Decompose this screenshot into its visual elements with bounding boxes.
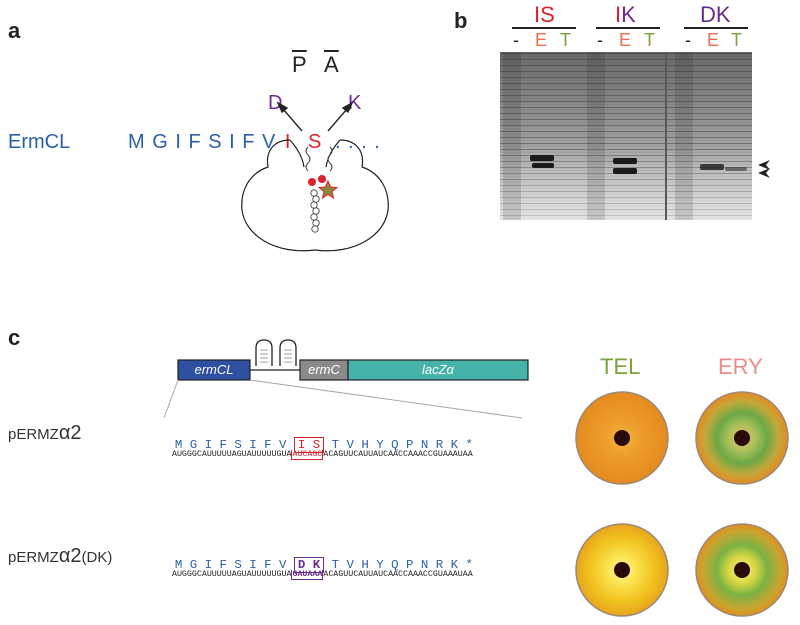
lacz-box (347, 359, 529, 381)
erythromycin-star-icon (317, 179, 339, 200)
plasmid-name-row1: pERMZα2 (8, 422, 82, 444)
plasmid-name-row2: pERMZα2(DK) (8, 545, 113, 567)
trna-a-site (327, 146, 333, 172)
trna-p-site (305, 146, 311, 172)
nt-sequence-row2: AUGGGCAUUUUUAGUAUUUUUGUAGAUAAAACAGUUCAUU… (171, 570, 473, 580)
tel-header: TEL (600, 354, 641, 379)
lane-label: T (560, 30, 571, 50)
nt-sequence-row1: AUGGGCAUUUUUAGUAUUUUUGUAAUCAGCACAGUUCAUU… (171, 450, 473, 460)
ermc-box-label: ermC (308, 362, 340, 377)
lane-label: E (619, 30, 632, 50)
nt-box-row1: AUCAGC (291, 450, 324, 460)
ermcl-sequence: M G I F S I F V I S . . . . (128, 131, 381, 154)
lane-label: - (685, 30, 691, 50)
nt-box-row2: GAUAAA (291, 570, 324, 580)
plate-tel-row2 (575, 523, 669, 617)
lane-label: E (707, 30, 720, 50)
sequence-trailing: . . . . (334, 131, 381, 153)
panel-c-label: c (8, 325, 21, 350)
group-ik-k: K (621, 2, 636, 27)
ribosome-outline (241, 139, 389, 252)
aa-box-row2: D K (293, 557, 325, 573)
aa-sequence-row2: M G I F S I F V D K T V H Y Q P N R K * (174, 557, 473, 573)
ribosome-diagram (241, 101, 389, 252)
plate-ery-row2 (695, 523, 789, 617)
sequence-leading: M G I F S I F V (128, 131, 277, 153)
mutation-d-label: D (268, 92, 283, 114)
construct-diagram (163, 339, 529, 419)
lane-label: T (731, 30, 742, 50)
panel-b-label: b (454, 8, 468, 33)
lane-label: E (535, 30, 548, 50)
aa-box-row1: I S (293, 437, 325, 453)
group-dk-label: DK (700, 2, 731, 27)
group-ik-underline (596, 27, 660, 29)
group-ik-i: I (615, 2, 622, 27)
ery-header: ERY (718, 354, 763, 379)
band-arrow-icons (758, 160, 770, 178)
panel-a-label: a (8, 18, 21, 43)
lane-label: T (644, 30, 655, 50)
gel-image (500, 52, 770, 220)
group-is-underline (512, 27, 576, 29)
lacz-box-label: lacZα (422, 362, 454, 377)
arrow-s-to-k (327, 101, 354, 132)
gel-bands (530, 155, 747, 174)
group-dk-underline (684, 27, 748, 29)
lane-label: - (513, 30, 519, 50)
arrow-i-to-d (276, 101, 303, 132)
residue-s: S (308, 131, 323, 153)
ermcl-label: ErmCL (8, 131, 71, 153)
group-is-label: IS (534, 2, 555, 27)
plate-tel-row1 (575, 391, 669, 485)
site-p-label: P (292, 52, 307, 77)
site-a-label: A (324, 52, 339, 77)
aa-sequence-row1: M G I F S I F V I S T V H Y Q P N R K * (174, 437, 473, 453)
residue-i: I (284, 131, 292, 153)
red-residues (308, 175, 326, 186)
agar-plates (575, 391, 789, 617)
ermcl-box (177, 359, 251, 381)
mutation-k-label: K (348, 92, 362, 114)
group-ik-label: IK (615, 2, 636, 28)
ermcl-box-label: ermCL (194, 362, 234, 377)
lane-label: - (597, 30, 603, 50)
nascent-peptide-chain (310, 189, 320, 233)
plate-ery-row1 (695, 391, 789, 485)
